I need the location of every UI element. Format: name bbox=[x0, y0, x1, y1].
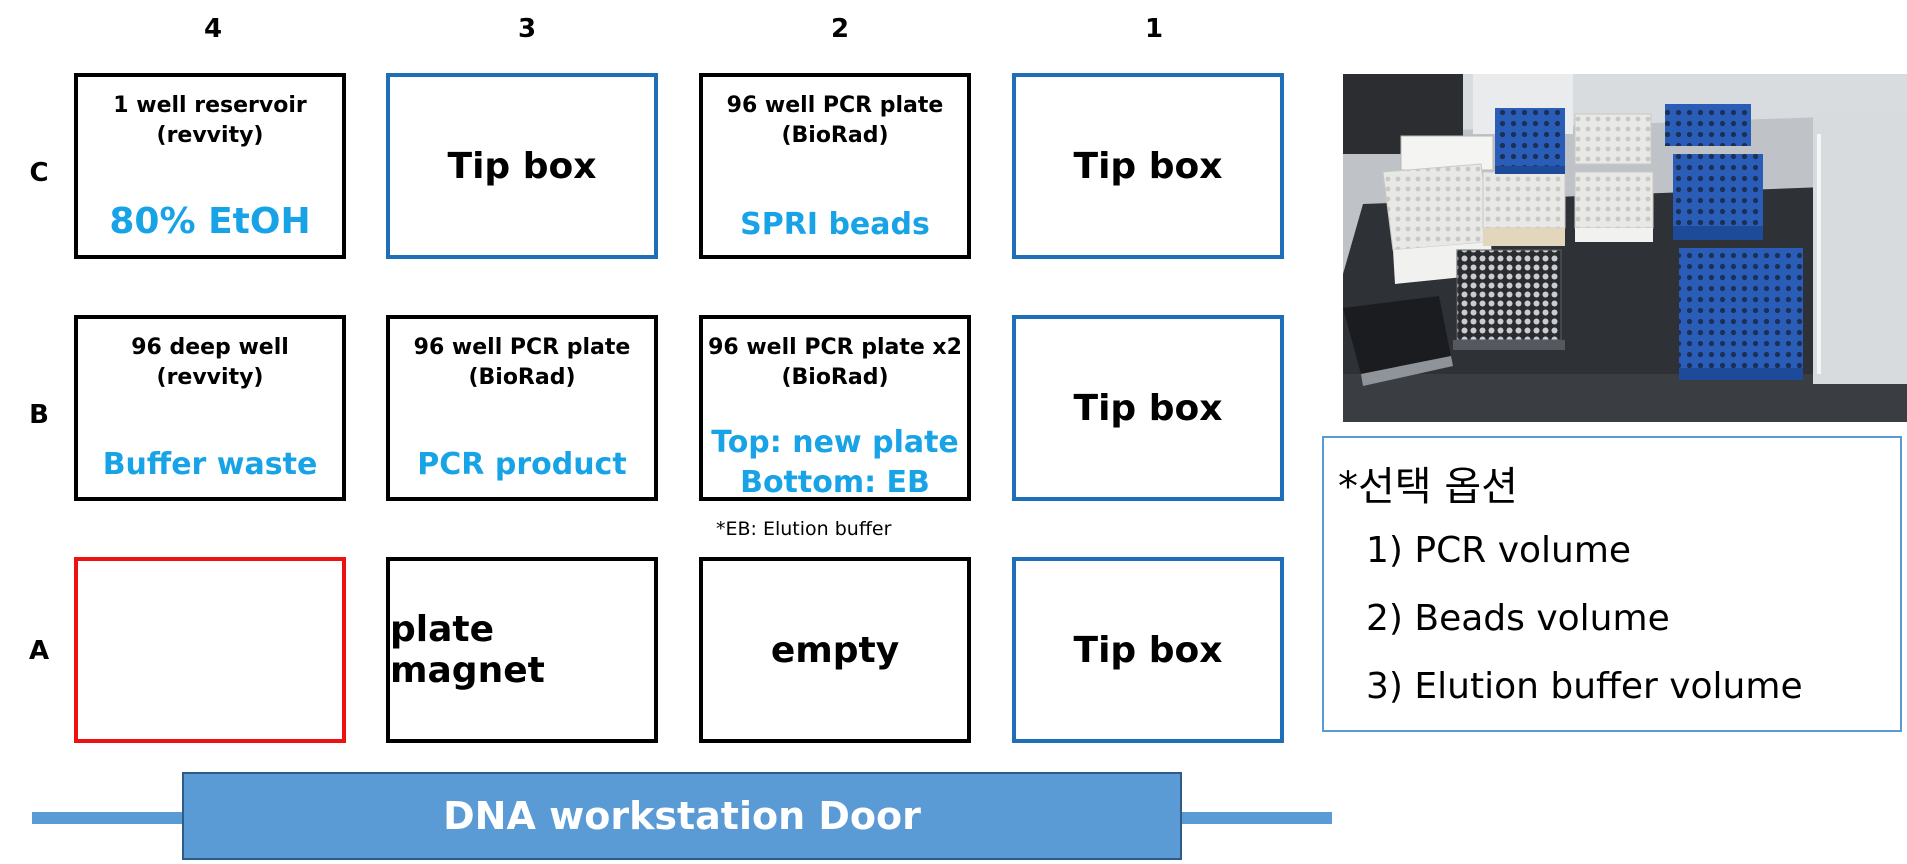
slot-a2-label: empty bbox=[770, 629, 900, 671]
slot-c4-content: 80% EtOH bbox=[109, 201, 311, 242]
door-rail-left bbox=[32, 812, 184, 824]
slot-b4-content: Buffer waste bbox=[102, 447, 318, 482]
slot-c4-header: 1 well reservoir (revvity) bbox=[78, 91, 342, 151]
slot-b2-pcr-plate-x2: 96 well PCR plate x2 (BioRad) Top: new p… bbox=[699, 315, 971, 501]
slot-b3-header-line2: (BioRad) bbox=[468, 365, 576, 390]
slot-b4-header-line2: (revvity) bbox=[156, 365, 264, 390]
slot-a1-tip-box: Tip box bbox=[1012, 557, 1284, 743]
row-label-c: C bbox=[29, 158, 49, 188]
column-number-4: 4 bbox=[203, 14, 223, 44]
slot-c1-tip-box: Tip box bbox=[1012, 73, 1284, 259]
slot-c2-header-line2: (BioRad) bbox=[781, 123, 889, 148]
slot-c1-label: Tip box bbox=[1073, 145, 1223, 187]
slot-c2-content: SPRI beads bbox=[740, 207, 930, 242]
options-panel: *선택 옵션 1) PCR volume 2) Beads volume 3) … bbox=[1322, 436, 1902, 732]
options-title: *선택 옵션 bbox=[1338, 464, 1518, 510]
option-item-elution-buffer-volume: 3) Elution buffer volume bbox=[1366, 666, 1803, 707]
door-rail-right bbox=[1180, 812, 1332, 824]
slot-b1-label: Tip box bbox=[1073, 387, 1223, 429]
slot-a1-label: Tip box bbox=[1073, 629, 1223, 671]
slot-b3-header-line1: 96 well PCR plate bbox=[413, 335, 631, 360]
column-number-2: 2 bbox=[830, 14, 850, 44]
slot-a3-plate-magnet: plate magnet bbox=[386, 557, 658, 743]
slot-c2-pcr-plate: 96 well PCR plate (BioRad) SPRI beads bbox=[699, 73, 971, 259]
footnote-eb: *EB: Elution buffer bbox=[716, 518, 892, 540]
slot-c3-tip-box: Tip box bbox=[386, 73, 658, 259]
row-label-a: A bbox=[28, 636, 50, 666]
slot-c4-header-line1: 1 well reservoir bbox=[113, 93, 307, 118]
slot-c2-header: 96 well PCR plate (BioRad) bbox=[703, 91, 967, 151]
slot-b4-header-line1: 96 deep well bbox=[131, 335, 289, 360]
slot-b4-deep-well: 96 deep well (revvity) Buffer waste bbox=[74, 315, 346, 501]
slot-c4-reservoir: 1 well reservoir (revvity) 80% EtOH bbox=[74, 73, 346, 259]
slot-c2-header-line1: 96 well PCR plate bbox=[726, 93, 944, 118]
slot-b3-header: 96 well PCR plate (BioRad) bbox=[390, 333, 654, 393]
option-item-beads-volume: 2) Beads volume bbox=[1366, 598, 1670, 639]
slot-a2-empty: empty bbox=[699, 557, 971, 743]
slot-b2-content-line2: Bottom: EB bbox=[740, 465, 930, 500]
door-label: DNA workstation Door bbox=[443, 794, 921, 838]
deck-photo bbox=[1343, 74, 1907, 422]
column-number-3: 3 bbox=[517, 14, 537, 44]
slot-b1-tip-box: Tip box bbox=[1012, 315, 1284, 501]
slot-b2-header-line2: (BioRad) bbox=[781, 365, 889, 390]
slot-c3-label: Tip box bbox=[447, 145, 597, 187]
row-label-b: B bbox=[29, 400, 49, 430]
slot-b3-pcr-plate: 96 well PCR plate (BioRad) PCR product bbox=[386, 315, 658, 501]
column-number-1: 1 bbox=[1144, 14, 1164, 44]
slot-b2-header: 96 well PCR plate x2 (BioRad) bbox=[703, 333, 967, 393]
slot-b3-content: PCR product bbox=[417, 447, 627, 482]
slot-a4-label bbox=[78, 561, 342, 739]
slot-a3-label: plate magnet bbox=[390, 609, 545, 691]
slot-b2-header-line1: 96 well PCR plate x2 bbox=[708, 335, 962, 360]
slot-c4-header-line2: (revvity) bbox=[156, 123, 264, 148]
slot-a4-highlighted bbox=[74, 557, 346, 743]
slot-b2-content-line1: Top: new plate bbox=[711, 425, 959, 460]
workstation-door: DNA workstation Door bbox=[182, 772, 1182, 860]
option-item-pcr-volume: 1) PCR volume bbox=[1366, 530, 1632, 571]
slot-b4-header: 96 deep well (revvity) bbox=[78, 333, 342, 393]
